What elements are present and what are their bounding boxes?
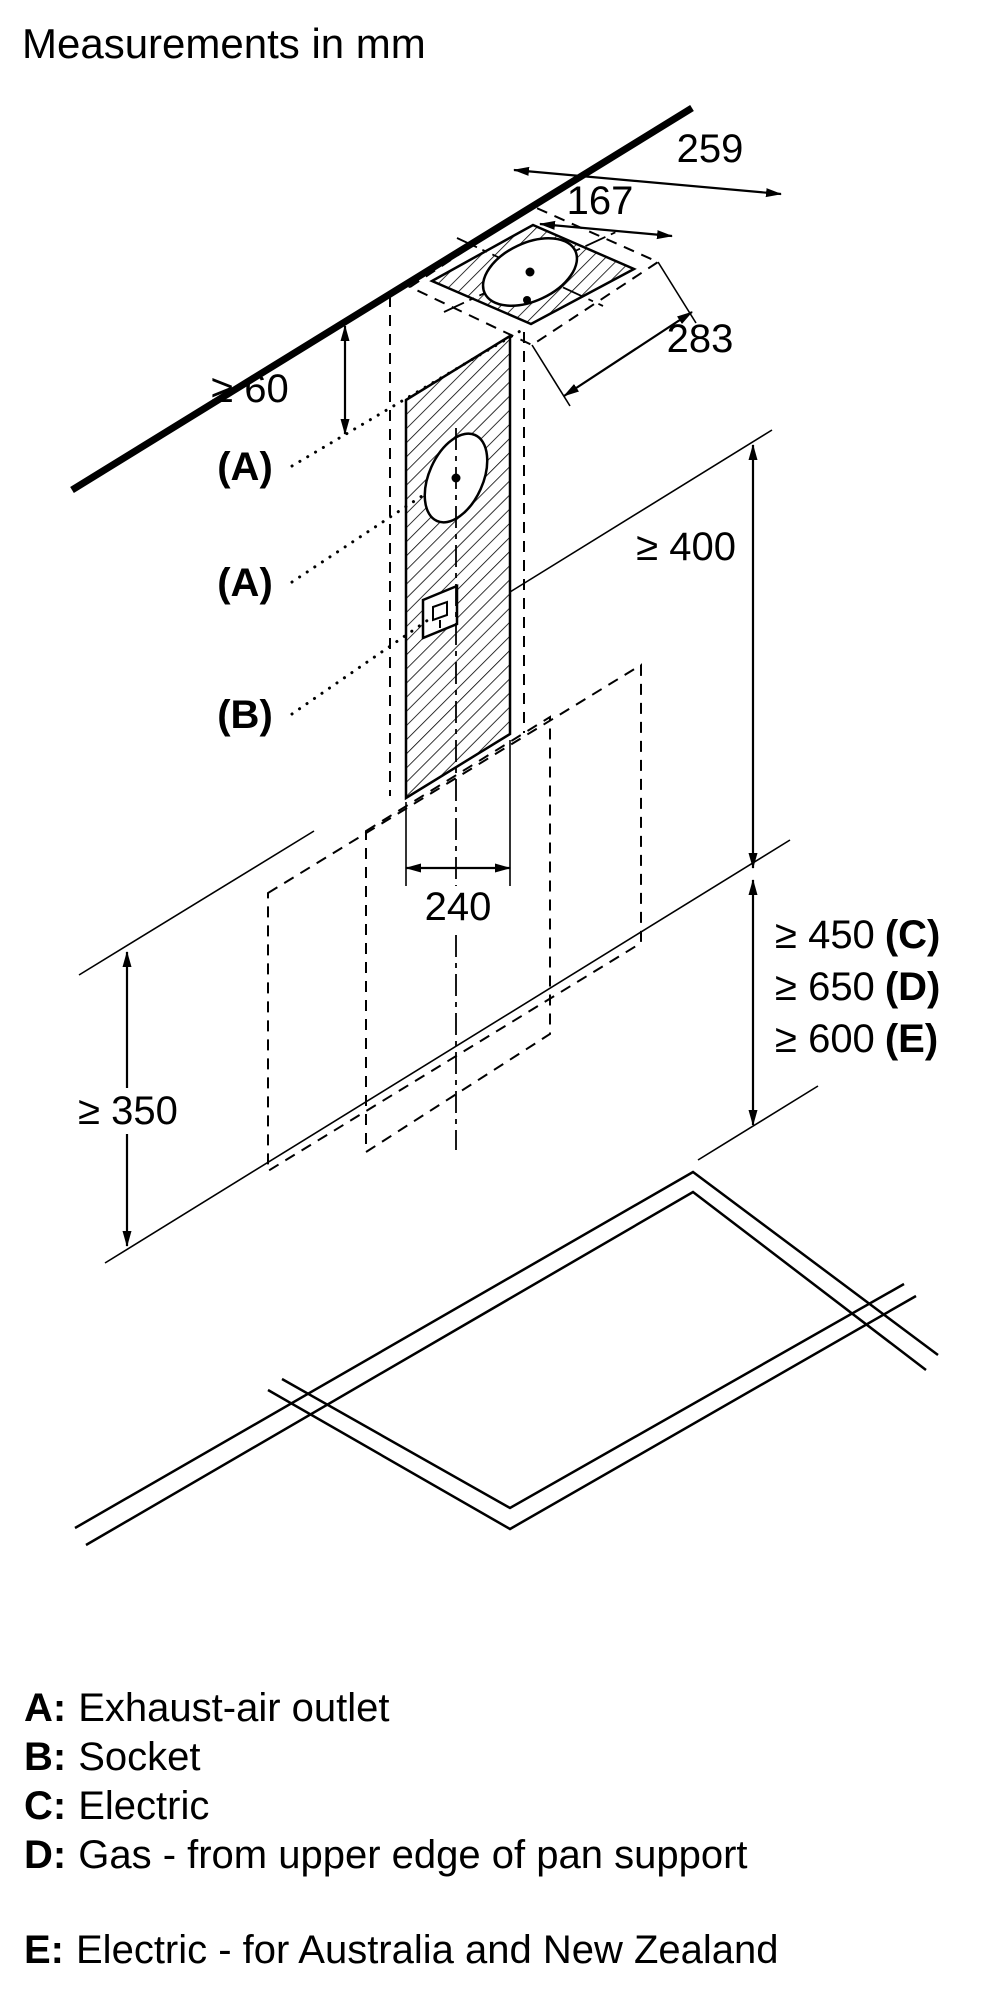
ceiling-cutout-dashed-outline bbox=[407, 204, 661, 347]
clearance-electric-anz: ≥ 600(E) bbox=[775, 1017, 938, 1061]
leader-outlet-wall bbox=[290, 490, 430, 584]
callout-outlet-top: (A) bbox=[217, 445, 273, 489]
wall-edge-line bbox=[70, 105, 694, 493]
hood-bottom-reference-line-left bbox=[78, 830, 315, 976]
clearance-electric-anz-key: (E) bbox=[885, 1017, 938, 1061]
legend-text-e: Electric - for Australia and New Zealand bbox=[76, 1928, 779, 1972]
dim-line-283 bbox=[563, 311, 693, 397]
dim-label-350: ≥ 350 bbox=[78, 1089, 178, 1133]
dim-label-167: 167 bbox=[567, 179, 634, 223]
clearance-electric: ≥ 450(C) bbox=[775, 913, 940, 957]
dim-line-167 bbox=[539, 220, 673, 240]
callout-socket: (B) bbox=[217, 693, 273, 737]
clearance-gas-value: ≥ 650 bbox=[775, 965, 875, 1009]
legend-row-a: A: Exhaust-air outlet bbox=[24, 1686, 779, 1735]
countertop-reference-line bbox=[104, 839, 791, 1264]
installation-diagram: Measurements in mm bbox=[22, 20, 940, 1547]
diagram-title: Measurements in mm bbox=[22, 20, 426, 67]
legend-text-a: Exhaust-air outlet bbox=[78, 1686, 390, 1730]
legend-row-c: C: Electric bbox=[24, 1784, 779, 1833]
dim-label-259: 259 bbox=[677, 127, 744, 171]
wall-strip-hatched-plate bbox=[404, 333, 512, 801]
ceiling-outlet-center-mark bbox=[525, 267, 535, 277]
clearance-electric-key: (C) bbox=[885, 913, 941, 957]
leader-socket bbox=[290, 618, 430, 716]
legend: A: Exhaust-air outlet B: Socket C: Elect… bbox=[24, 1686, 779, 1977]
leader-outlet-top bbox=[290, 328, 524, 468]
dim-label-240: 240 bbox=[425, 885, 492, 929]
dim-240-halo bbox=[420, 886, 494, 930]
legend-key-c: C: bbox=[24, 1784, 67, 1828]
legend-key-d: D: bbox=[24, 1833, 67, 1877]
socket-symbol bbox=[421, 584, 459, 640]
clearance-gas: ≥ 650(D) bbox=[775, 965, 940, 1009]
legend-key-a: A: bbox=[24, 1686, 67, 1730]
dim-label-60: ≥ 60 bbox=[211, 367, 289, 411]
countertop-front-edge-inner bbox=[85, 1190, 927, 1547]
legend-row-d: D: Gas - from upper edge of pan support bbox=[24, 1833, 779, 1882]
canopy-dashed-outline-outer bbox=[267, 663, 642, 1173]
legend-key-e: E: bbox=[24, 1928, 64, 1972]
hood-bottom-reference-line-right bbox=[509, 429, 773, 593]
dim-label-400: ≥ 400 bbox=[636, 525, 736, 569]
dim-283-extension-left bbox=[531, 344, 571, 407]
clearance-gas-key: (D) bbox=[885, 965, 941, 1009]
hob-reference-tick bbox=[697, 1085, 819, 1161]
legend-text-c: Electric bbox=[78, 1784, 210, 1828]
canopy-dashed-outline-inner bbox=[365, 715, 551, 1154]
legend-text-b: Socket bbox=[78, 1735, 201, 1779]
clearance-electric-anz-value: ≥ 600 bbox=[775, 1017, 875, 1061]
dim-line-259 bbox=[513, 166, 782, 198]
countertop-corner-edge-outer bbox=[267, 1294, 917, 1531]
clearance-electric-value: ≥ 450 bbox=[775, 913, 875, 957]
legend-row-e: E: Electric - for Australia and New Zeal… bbox=[24, 1928, 779, 1977]
callout-outlet-wall: (A) bbox=[217, 561, 273, 605]
legend-row-b: B: Socket bbox=[24, 1735, 779, 1784]
legend-text-d: Gas - from upper edge of pan support bbox=[78, 1833, 748, 1877]
socket-glyph bbox=[432, 600, 448, 622]
ceiling-outlet-secondary-mark bbox=[523, 296, 531, 304]
countertop-front-edge-outer bbox=[74, 1170, 939, 1530]
countertop-corner-edge-inner bbox=[281, 1282, 905, 1510]
dim-label-283: 283 bbox=[667, 317, 734, 361]
dim-350-halo bbox=[56, 1088, 202, 1134]
legend-key-b: B: bbox=[24, 1735, 67, 1779]
